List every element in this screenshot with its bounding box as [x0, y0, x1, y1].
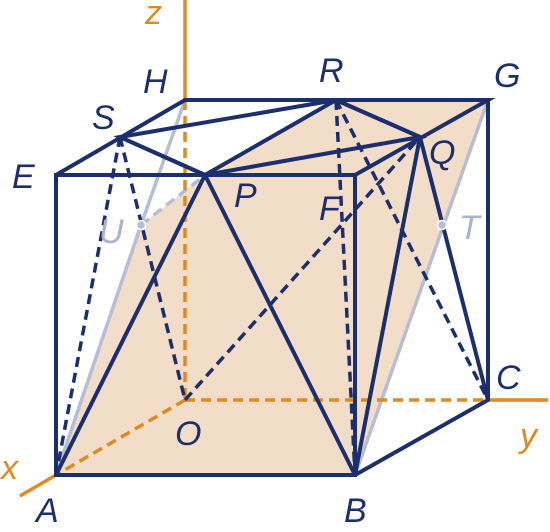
hidden-line-b-g [353, 99, 490, 476]
line-r-q [335, 98, 421, 139]
solid-constructions [54, 97, 490, 476]
line-p-r [204, 98, 337, 177]
point-label-t: T [459, 209, 482, 247]
line-a-p [54, 174, 207, 476]
axis-label-z: z [144, 0, 162, 32]
point-label-r: R [319, 52, 344, 90]
axis-label-x: x [0, 449, 19, 487]
point-label-f: F [319, 190, 342, 228]
point-u-dot [135, 219, 147, 231]
x-axis-hidden [55, 398, 186, 477]
x-axis-visible [19, 473, 57, 498]
axis-label-y: y [518, 417, 539, 455]
point-label-c: C [496, 359, 521, 397]
dashed-line-r-b [334, 99, 357, 476]
line-p-b [203, 174, 357, 476]
shaded-plane-region [56, 100, 488, 475]
line-b-q [353, 136, 422, 476]
point-label-h: H [143, 63, 168, 101]
dashed-line-r-c [334, 99, 490, 401]
point-label-p: P [234, 177, 257, 215]
dashed-line-s-o [118, 136, 187, 401]
labels: z y x H R G S Q E P F U T C O A B [0, 0, 539, 530]
hidden-line-h-u [139, 99, 187, 226]
point-label-a: A [34, 492, 59, 527]
point-label-o: O [175, 415, 201, 453]
hidden-line-u-p [139, 173, 207, 227]
dashed-line-o-q [183, 135, 422, 402]
axes [19, 0, 548, 498]
line-s-p [119, 135, 206, 177]
line-q-c [418, 136, 490, 401]
point-label-g: G [494, 57, 520, 95]
hidden-line-u-a [54, 224, 143, 476]
point-label-b: B [344, 492, 367, 527]
dashed-line-s-a [54, 136, 122, 476]
point-label-e: E [12, 158, 35, 196]
point-t-dot [436, 219, 448, 231]
point-label-u: U [99, 213, 124, 251]
point-label-q: Q [429, 134, 455, 172]
point-label-s: S [92, 99, 115, 137]
dashed-edges [54, 99, 490, 476]
